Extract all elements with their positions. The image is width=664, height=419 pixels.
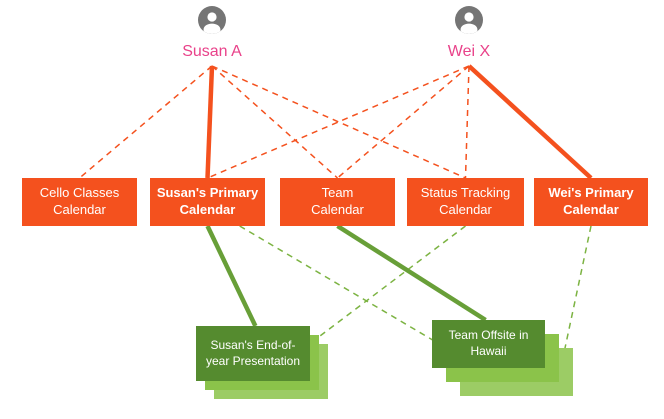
- user-node-wei: Wei X: [419, 6, 519, 66]
- user-name-label: Wei X: [447, 43, 491, 60]
- edge-cal-wei-ev-offsite: [555, 225, 592, 391]
- edge-susan-cal-cello: [79, 65, 213, 179]
- edge-wei-cal-team: [337, 65, 470, 179]
- calendar-box-weis-primary: Wei's Primary Calendar: [534, 178, 648, 226]
- edge-cal-susan-ev-offsite: [239, 225, 436, 342]
- event-stack-offsite: Team Offsite in Hawaii: [432, 320, 573, 396]
- calendar-box-susans-primary: Susan's Primary Calendar: [150, 178, 265, 226]
- edge-cal-status-ev-presentation: [303, 225, 466, 349]
- event-box-presentation: Susan's End-of-year Presentation: [196, 326, 310, 381]
- event-box-offsite: Team Offsite in Hawaii: [432, 320, 545, 368]
- person-circle-icon: [455, 6, 483, 34]
- event-stack-presentation: Susan's End-of-year Presentation: [196, 326, 328, 399]
- calendar-box-cello-classes: Cello Classes Calendar: [22, 178, 137, 226]
- edge-wei-cal-susan: [207, 65, 470, 179]
- user-name-label: Susan A: [182, 43, 242, 60]
- edge-cal-team-ev-offsite: [336, 224, 487, 322]
- calendar-box-status-tracking: Status Tracking Calendar: [407, 178, 524, 226]
- user-node-susan: Susan A: [162, 6, 262, 66]
- edge-susan-cal-status: [211, 65, 466, 179]
- edge-susan-cal-susan: [205, 65, 215, 179]
- edge-cal-susan-ev-presentation: [205, 225, 258, 327]
- person-circle-icon: [198, 6, 226, 34]
- edge-wei-cal-status: [464, 65, 470, 179]
- calendar-box-team: Team Calendar: [280, 178, 395, 226]
- edge-wei-cal-wei: [467, 64, 593, 180]
- edge-susan-cal-team: [211, 65, 338, 179]
